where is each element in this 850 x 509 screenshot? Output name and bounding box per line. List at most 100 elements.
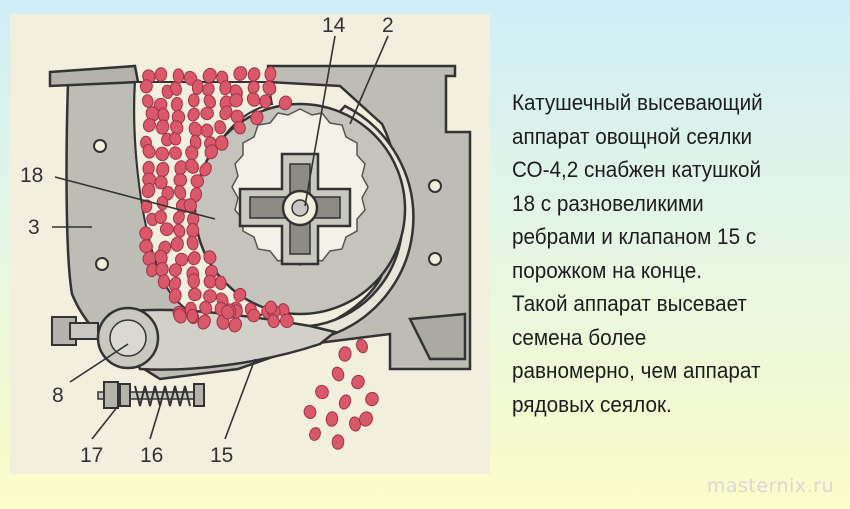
- seed: [228, 317, 243, 333]
- seed: [202, 82, 215, 97]
- seed: [139, 79, 153, 94]
- seed: [169, 132, 182, 146]
- seed: [233, 287, 247, 302]
- description-line: ребрами и клапаном 15 с: [512, 224, 757, 249]
- seed: [259, 94, 272, 109]
- seed: [186, 308, 199, 324]
- seed: [359, 411, 373, 427]
- seed: [365, 391, 379, 407]
- description-line: Катушечный высевающий: [512, 90, 763, 115]
- seed: [331, 434, 345, 450]
- description-line: Такой аппарат высевает: [512, 291, 747, 316]
- seed: [173, 223, 186, 238]
- label-2: 2: [382, 14, 394, 37]
- seed: [159, 222, 174, 237]
- description-line: 18 с разновеликими: [512, 190, 704, 216]
- seed: [264, 66, 277, 82]
- mount-hole: [95, 257, 109, 271]
- seed: [142, 143, 156, 159]
- seeds: [139, 66, 379, 450]
- seed: [338, 394, 352, 410]
- seed: [203, 274, 217, 289]
- mount-hole: [428, 252, 442, 266]
- seed: [199, 162, 212, 177]
- seed: [183, 198, 197, 213]
- seed: [168, 263, 182, 277]
- right-notch: [408, 312, 467, 361]
- seed: [187, 107, 200, 122]
- seed: [154, 210, 167, 224]
- seed: [233, 120, 246, 135]
- seed: [187, 251, 201, 266]
- seed: [197, 314, 211, 330]
- seed: [170, 120, 184, 135]
- seed: [156, 196, 169, 211]
- seed: [203, 94, 216, 109]
- seed: [139, 226, 153, 241]
- seed: [325, 411, 339, 427]
- seed: [174, 252, 189, 267]
- seed: [155, 146, 170, 162]
- seed: [214, 275, 227, 291]
- seed: [233, 66, 248, 81]
- seed: [172, 68, 185, 84]
- seed: [250, 110, 264, 126]
- seed: [229, 93, 243, 108]
- description-line: СО-4,2 снабжен катушкой: [512, 157, 762, 182]
- seed: [185, 158, 199, 174]
- mount-hole: [93, 139, 107, 153]
- label-18: 18: [20, 164, 43, 187]
- description-line: аппарат овощной сеялки: [512, 123, 753, 149]
- seed: [247, 67, 261, 82]
- description-line: семена более: [512, 324, 647, 350]
- seed: [338, 346, 352, 362]
- seed: [199, 301, 213, 315]
- seed: [315, 384, 329, 400]
- description-text: Катушечный высевающий аппарат овощной се…: [512, 86, 816, 421]
- seed: [154, 67, 168, 82]
- seed: [142, 118, 156, 133]
- seed: [309, 427, 321, 441]
- label-14: 14: [322, 14, 346, 37]
- seed: [303, 405, 317, 419]
- seed: [351, 374, 365, 390]
- seed: [203, 250, 217, 265]
- reel: [193, 102, 407, 316]
- seed: [356, 338, 368, 354]
- seed: [215, 135, 229, 151]
- description-line: рядовых сеялок.: [512, 391, 672, 417]
- diagram-svg: 14 2 18 3 8 17 16 15: [20, 14, 472, 467]
- seed: [170, 236, 184, 252]
- seed: [214, 120, 227, 135]
- label-8: 8: [52, 384, 64, 407]
- seed: [200, 106, 214, 121]
- seed: [247, 308, 261, 323]
- seed: [331, 366, 345, 382]
- seed: [173, 308, 187, 324]
- leader-lines: [52, 35, 389, 440]
- seed: [264, 300, 277, 315]
- seed: [262, 80, 277, 96]
- seed: [155, 119, 170, 135]
- seed: [154, 175, 168, 190]
- label-16: 16: [140, 444, 163, 467]
- label-3: 3: [28, 216, 40, 239]
- description-line: порожком на конце.: [512, 257, 702, 283]
- seed: [188, 287, 202, 302]
- seed: [141, 182, 156, 199]
- seed-drill-diagram: 14 2 18 3 8 17 16 15: [10, 14, 490, 474]
- seed: [169, 146, 182, 160]
- seed: [267, 314, 280, 329]
- seed: [204, 144, 219, 160]
- seed: [157, 274, 171, 290]
- left-flange: [48, 64, 140, 88]
- seed: [142, 251, 157, 266]
- seed: [221, 304, 235, 320]
- seed: [186, 235, 199, 251]
- seed: [190, 174, 205, 188]
- mount-hole: [428, 179, 442, 193]
- watermark: masternix.ru: [706, 475, 834, 497]
- seed: [168, 288, 182, 304]
- seed: [187, 93, 200, 108]
- seed: [140, 199, 153, 214]
